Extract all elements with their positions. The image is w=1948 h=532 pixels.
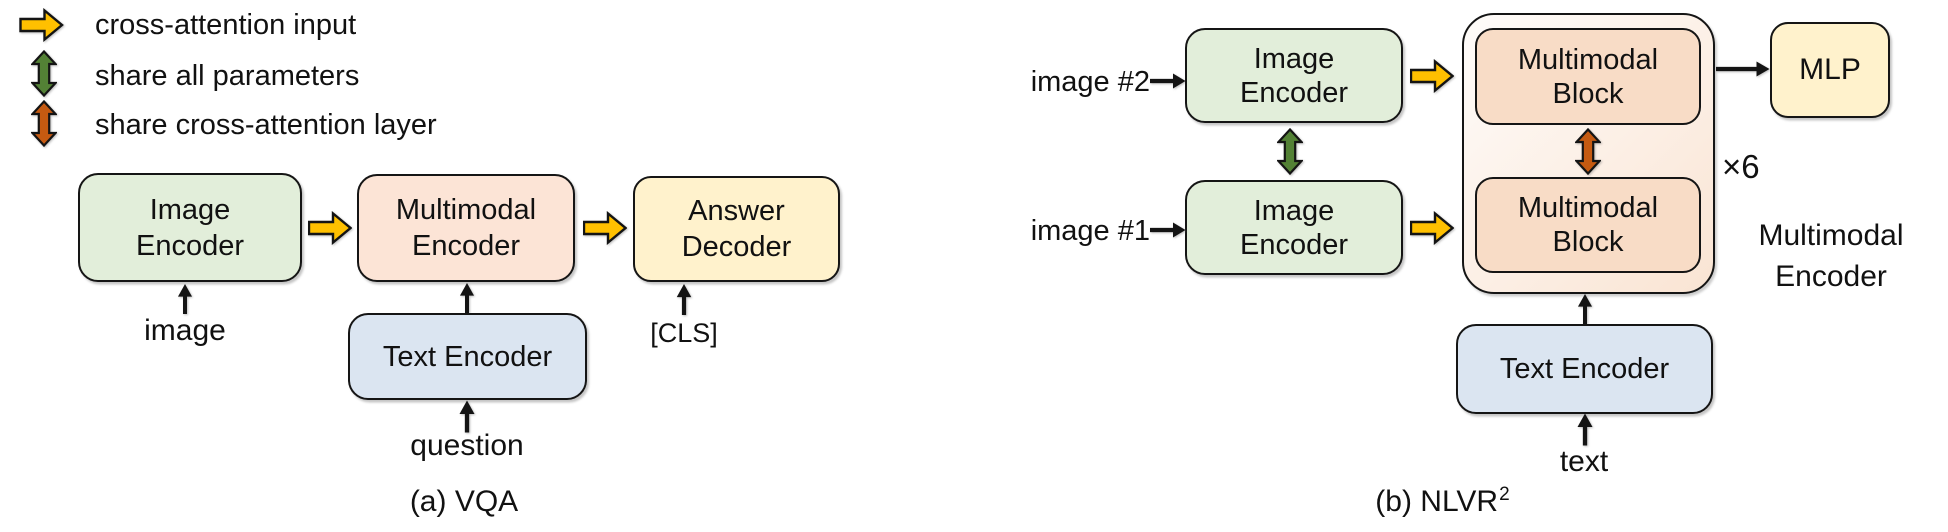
nlvr2-multimodal-block-bottom-box: Multimodal Block <box>1475 177 1701 273</box>
nlvr2-text-encoder-box: Text Encoder <box>1456 324 1713 414</box>
vqa-multimodal-encoder-label: Multimodal Encoder <box>395 194 537 262</box>
nlvr2-text-input-label: text <box>1559 445 1609 478</box>
vqa-cls-up-arrow-icon <box>676 284 692 315</box>
vqa-question-input-label: question <box>410 429 524 462</box>
nlvr2-text-to-container-arrow-icon <box>1577 294 1593 324</box>
nlvr2-multimodal-block-top-label: Multimodal Block <box>1517 43 1659 110</box>
share-cross-attention-arrow-icon <box>31 100 57 147</box>
nlvr2-share-cross-attention-arrow-icon <box>1575 128 1601 175</box>
vqa-image-encoder-box: Image Encoder <box>78 173 302 282</box>
nlvr2-multimodal-block-bottom-label: Multimodal Block <box>1517 192 1659 258</box>
vqa-answer-decoder-label: Answer Decoder <box>681 195 792 263</box>
nlvr2-text-up-arrow-icon <box>1577 413 1593 446</box>
vqa-text-to-multimodal-arrow-icon <box>459 283 475 313</box>
nlvr2-image2-right-arrow-icon <box>1150 73 1186 89</box>
nlvr2-image-encoder-bottom-label: Image Encoder <box>1239 194 1348 261</box>
nlvr2-image-encoder-bottom-box: Image Encoder <box>1185 180 1403 275</box>
legend-label-share-cross-attention: share cross-attention layer <box>95 109 437 141</box>
share-all-parameters-arrow-icon <box>31 50 57 97</box>
nlvr2-to-mlp-arrow-icon <box>1716 61 1770 77</box>
nlvr2-mlp-label: MLP <box>1799 53 1861 86</box>
nlvr2-multimodal-encoder-side-label: Multimodal Encoder <box>1758 219 1904 293</box>
nlvr2-image-encoder-top-box: Image Encoder <box>1185 28 1403 123</box>
nlvr2-repeat-label: ×6 <box>1722 148 1760 185</box>
vqa-multimodal-encoder-box: Multimodal Encoder <box>357 174 575 282</box>
nlvr2-caption: (b) NLVR2 <box>1355 484 1530 522</box>
nlvr2-cross-attention-arrow-bottom-icon <box>1410 211 1454 245</box>
nlvr2-cross-attention-arrow-top-icon <box>1410 59 1454 93</box>
vqa-question-up-arrow-icon <box>459 400 475 433</box>
nlvr2-image2-input-label: image #2 <box>1030 66 1150 98</box>
vqa-answer-decoder-box: Answer Decoder <box>633 176 840 282</box>
nlvr2-image-encoder-top-label: Image Encoder <box>1239 42 1348 109</box>
nlvr2-image1-right-arrow-icon <box>1150 222 1186 238</box>
legend-label-cross-attention: cross-attention input <box>95 9 357 41</box>
nlvr2-image1-input-label: image #1 <box>1030 215 1150 247</box>
vqa-text-encoder-box: Text Encoder <box>348 313 587 400</box>
legend-label-share-parameters: share all parameters <box>95 60 360 92</box>
vqa-image-input-label: image <box>144 314 226 347</box>
nlvr2-caption-superscript: 2 <box>1499 484 1510 505</box>
nlvr2-multimodal-block-top-box: Multimodal Block <box>1475 28 1701 125</box>
vqa-image-up-arrow-icon <box>177 284 193 314</box>
vqa-cls-input-label: [CLS] <box>650 318 718 348</box>
nlvr2-mlp-box: MLP <box>1770 22 1890 118</box>
vqa-cross-attention-arrow-1-icon <box>308 211 352 245</box>
vqa-cross-attention-arrow-2-icon <box>583 211 627 245</box>
vqa-caption: (a) VQA <box>409 485 519 518</box>
nlvr2-caption-base: (b) NLVR <box>1375 485 1499 518</box>
cross-attention-arrow-icon <box>19 8 64 42</box>
nlvr2-text-encoder-label: Text Encoder <box>1499 353 1670 385</box>
vqa-text-encoder-label: Text Encoder <box>382 340 553 373</box>
nlvr2-share-parameters-arrow-icon <box>1277 128 1303 175</box>
vqa-image-encoder-label: Image Encoder <box>135 193 244 262</box>
